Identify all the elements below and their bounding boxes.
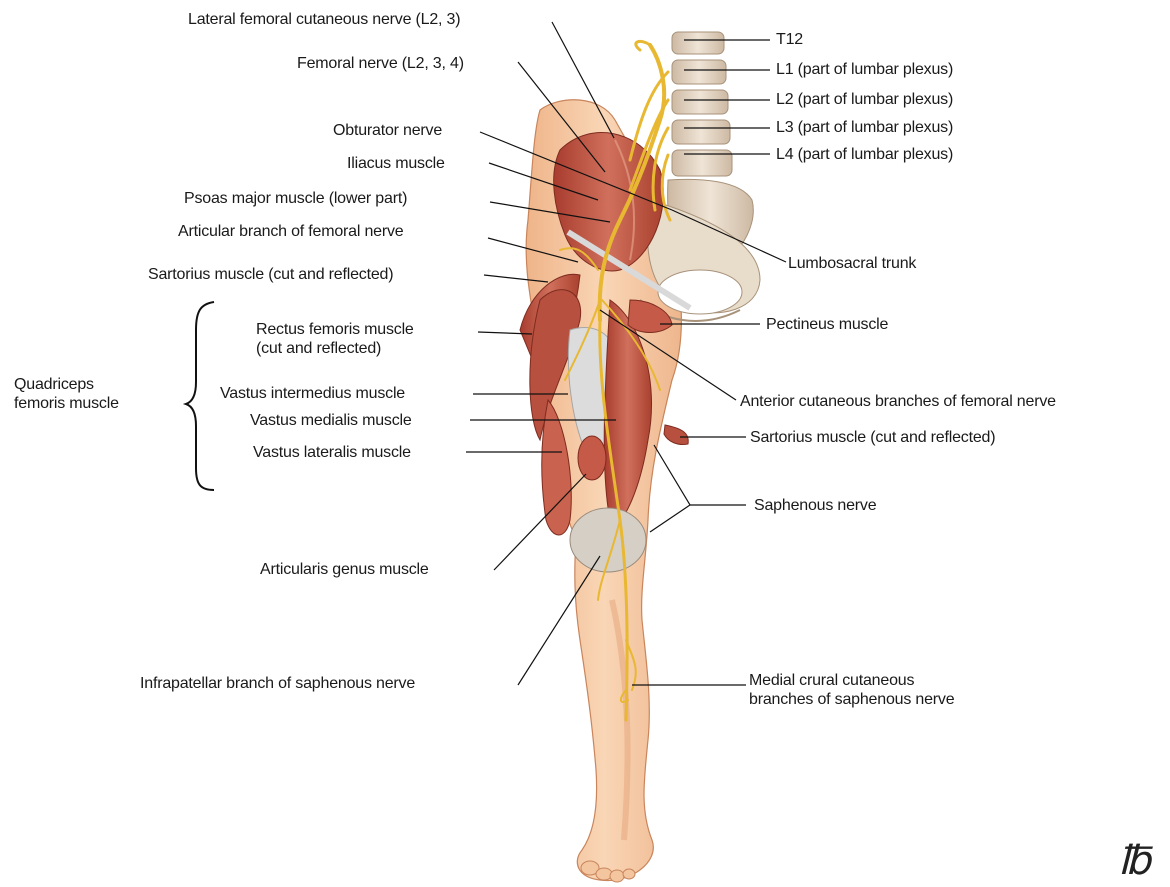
- label-medial-crural-line2: branches of saphenous nerve: [749, 690, 954, 709]
- label-sartorius-left: Sartorius muscle (cut and reflected): [148, 265, 393, 284]
- sartorius-right: [664, 425, 688, 445]
- label-quadriceps-line1: Quadriceps: [14, 375, 119, 394]
- label-femoral-nerve: Femoral nerve (L2, 3, 4): [297, 54, 464, 73]
- label-vastus-intermedius: Vastus intermedius muscle: [220, 384, 405, 403]
- label-quadriceps-line2: femoris muscle: [14, 394, 119, 413]
- label-l1: L1 (part of lumbar plexus): [776, 60, 953, 79]
- label-vastus-lateralis: Vastus lateralis muscle: [253, 443, 411, 462]
- label-rectus-femoris-line1: Rectus femoris muscle: [256, 320, 414, 339]
- label-lumbosacral-trunk: Lumbosacral trunk: [788, 254, 916, 273]
- label-l3: L3 (part of lumbar plexus): [776, 118, 953, 137]
- label-psoas-major: Psoas major muscle (lower part): [184, 189, 407, 208]
- label-saphenous-nerve: Saphenous nerve: [754, 496, 876, 515]
- quadriceps-brace: [186, 302, 214, 490]
- label-vastus-medialis: Vastus medialis muscle: [250, 411, 412, 430]
- label-rectus-femoris-line2: (cut and reflected): [256, 339, 414, 358]
- label-anterior-cutaneous: Anterior cutaneous branches of femoral n…: [740, 392, 1056, 411]
- label-medial-crural: Medial crural cutaneous branches of saph…: [749, 671, 954, 709]
- label-obturator-nerve: Obturator nerve: [333, 121, 442, 140]
- label-pectineus: Pectineus muscle: [766, 315, 888, 334]
- label-t12: T12: [776, 30, 803, 49]
- signature-logo: ℔ N: [1118, 838, 1170, 887]
- label-rectus-femoris: Rectus femoris muscle (cut and reflected…: [256, 320, 414, 358]
- label-medial-crural-line1: Medial crural cutaneous: [749, 671, 954, 690]
- label-quadriceps: Quadriceps femoris muscle: [14, 375, 119, 413]
- label-articular-branch: Articular branch of femoral nerve: [178, 222, 404, 241]
- label-l2: L2 (part of lumbar plexus): [776, 90, 953, 109]
- label-l4: L4 (part of lumbar plexus): [776, 145, 953, 164]
- label-iliacus-muscle: Iliacus muscle: [347, 154, 445, 173]
- label-articularis-genus: Articularis genus muscle: [260, 560, 429, 579]
- label-lateral-femoral-cutaneous: Lateral femoral cutaneous nerve (L2, 3): [188, 10, 460, 29]
- label-infrapatellar-branch: Infrapatellar branch of saphenous nerve: [140, 674, 415, 693]
- label-sartorius-right: Sartorius muscle (cut and reflected): [750, 428, 995, 447]
